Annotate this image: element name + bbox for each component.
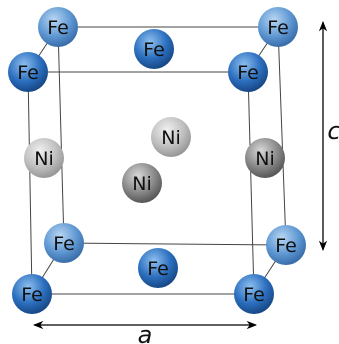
atom-fe-back-bottom-left: Fe (44, 223, 84, 263)
c-axis-label: c (327, 117, 339, 145)
a-axis-label: a (138, 321, 153, 344)
atom-fe-front-top-right: Fe (228, 52, 268, 92)
atom-fe-back-bottom-right: Fe (266, 225, 306, 265)
atom-label: Fe (267, 17, 289, 39)
atom-label: Fe (47, 17, 69, 39)
lattice-c-dimension: c (318, 20, 339, 252)
edge-back-bottom (63, 242, 287, 246)
atom-label: Ni (255, 148, 275, 170)
atom-label: Fe (243, 284, 265, 306)
atom-ni-left-face: Ni (24, 138, 64, 178)
atom-label: Fe (237, 62, 259, 84)
atom-fe-front-bottom-left: Fe (12, 274, 52, 314)
atom-label: Ni (132, 173, 152, 195)
atom-label: Fe (17, 62, 39, 84)
atom-fe-front-top-left: Fe (8, 52, 48, 92)
edge-back-left (57, 26, 65, 244)
atom-fe-top-face: Fe (134, 29, 174, 69)
atom-label: Ni (34, 148, 54, 170)
atom-label: Fe (143, 39, 165, 61)
atom-label: Fe (275, 235, 297, 257)
atom-fe-front-bottom-right: Fe (234, 274, 274, 314)
atom-ni-right-face: Ni (245, 138, 285, 178)
atom-fe-back-top-right: Fe (258, 7, 298, 47)
atom-label: Ni (161, 127, 181, 149)
edge-back-right (277, 26, 287, 246)
lattice-a-dimension: a (32, 320, 258, 344)
atom-fe-bottom-face: Fe (138, 248, 178, 288)
atom-ni-center-front: Ni (122, 163, 162, 203)
atom-ni-center-back: Ni (151, 117, 191, 157)
atom-label: Fe (21, 284, 43, 306)
edge-front-left (27, 71, 33, 295)
edge-front-right (247, 71, 255, 295)
atom-label: Fe (53, 233, 75, 255)
atom-fe-back-top-left: Fe (38, 7, 78, 47)
atom-label: Fe (147, 258, 169, 280)
